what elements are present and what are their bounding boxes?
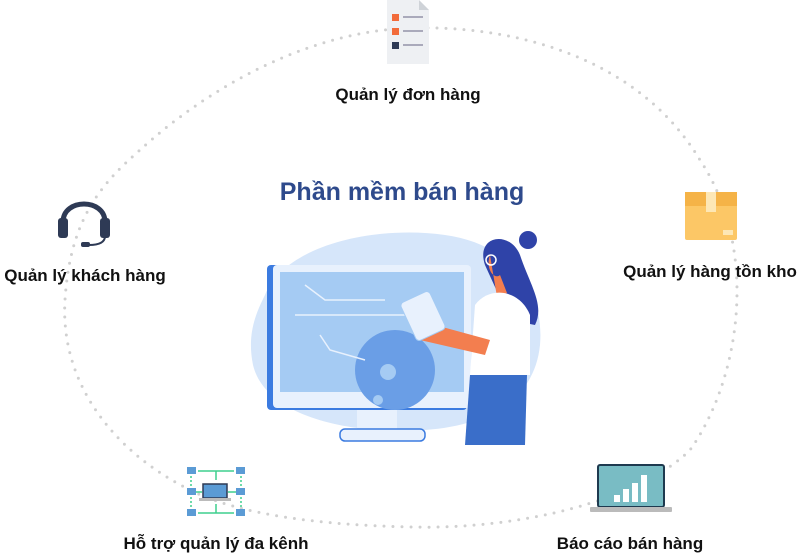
headset-icon (58, 201, 110, 247)
feature-label-multichannel: Hỗ trợ quản lý đa kênh (123, 534, 309, 553)
chart-laptop-icon (590, 464, 672, 512)
software-illustration (250, 231, 541, 445)
feature-label-customers: Quản lý khách hàng (4, 266, 166, 285)
page-title: Phần mềm bán hàng (279, 178, 525, 206)
feature-label-reports: Báo cáo bán hàng (556, 534, 704, 553)
checklist-icon (387, 0, 429, 64)
box-icon (685, 192, 737, 240)
feature-label-inventory: Quản lý hàng tồn kho (623, 262, 797, 281)
feature-label-orders: Quản lý đơn hàng (335, 85, 481, 104)
network-icon (187, 467, 245, 516)
